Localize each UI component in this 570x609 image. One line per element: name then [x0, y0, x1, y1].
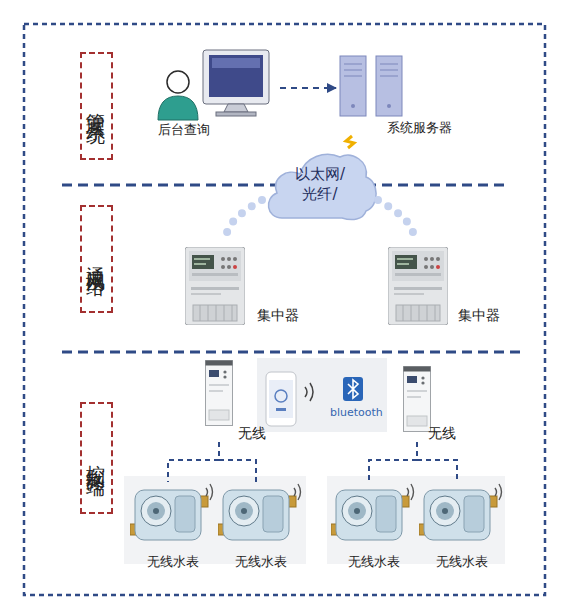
server-icon	[380, 64, 398, 65]
concentrator-device	[185, 247, 245, 325]
server-icon	[344, 70, 362, 71]
signal-waves	[305, 387, 307, 397]
server-icon	[387, 104, 391, 108]
monitor-icon	[203, 50, 269, 116]
phone-icon	[266, 372, 296, 426]
device-node: 无线水表	[419, 482, 505, 570]
outer-frame	[24, 24, 545, 595]
connector	[225, 200, 262, 243]
node-label: 后台查询	[158, 121, 210, 138]
device-node: 无线	[200, 356, 270, 442]
node-label: 无线水表	[419, 553, 505, 570]
node-label: 无线水表	[331, 553, 417, 570]
signal-waves	[310, 383, 313, 401]
layer-label-box: 通讯网络	[80, 205, 113, 313]
layer-label-box: 管理系统	[80, 52, 113, 160]
meter-backdrop	[327, 476, 505, 564]
cloud-outline	[268, 154, 376, 219]
connector	[417, 442, 457, 482]
server-icon	[340, 56, 366, 116]
server-icon	[340, 56, 402, 116]
monitor-icon	[216, 112, 256, 116]
node-label: 以太网/ 光纤/	[287, 164, 353, 204]
monitor-icon	[203, 50, 269, 104]
node-label: bluetooth	[330, 404, 383, 421]
connector	[378, 200, 415, 243]
wireless-module	[404, 367, 431, 432]
device-node: 集中器	[183, 243, 305, 328]
connector	[280, 87, 336, 89]
connector	[369, 442, 417, 482]
phone-icon	[266, 372, 296, 426]
node-label: 系统服务器	[387, 119, 452, 136]
layer-label-box: 控制终端	[80, 402, 113, 514]
layer-title: 通讯网络	[85, 251, 109, 267]
node-label: 无线水表	[130, 553, 216, 570]
server-icon	[376, 56, 402, 116]
server-icon	[344, 64, 362, 65]
node-label: 集中器	[458, 307, 500, 324]
device-node: 后台查询	[152, 45, 280, 140]
device-node: 系统服务器	[336, 54, 454, 136]
device-node: bluetooth	[257, 358, 387, 432]
layer-divider	[62, 351, 522, 354]
bluetooth-logo	[343, 377, 363, 401]
monitor-icon	[212, 58, 260, 68]
bluetooth-logo	[343, 377, 363, 401]
operator-icon	[167, 71, 189, 93]
concentrator-device	[388, 247, 448, 325]
monitor-icon	[224, 104, 248, 112]
connector	[346, 136, 354, 148]
node-label: 无线	[428, 425, 456, 442]
water-meter	[130, 484, 213, 540]
device-node: 集中器	[386, 243, 508, 328]
bluetooth-logo	[348, 380, 358, 398]
layer-title: 管理系统	[85, 98, 109, 114]
phone-icon	[269, 380, 293, 418]
device-node: 无线水表	[331, 482, 417, 570]
device-node: 无线水表	[130, 482, 216, 570]
server-icon	[344, 76, 362, 77]
node-label: 集中器	[257, 307, 299, 324]
connector	[219, 442, 256, 482]
operator-icon	[158, 71, 198, 120]
water-meter	[331, 484, 414, 540]
node-label: 无线	[238, 425, 266, 442]
connector	[168, 442, 219, 482]
water-meter	[419, 484, 502, 540]
phone-icon	[276, 408, 286, 411]
device-node: 无线水表	[218, 482, 304, 570]
wireless-module	[206, 361, 233, 426]
network-cloud: 以太网/ 光纤/	[262, 148, 378, 224]
meter-backdrop	[124, 476, 306, 564]
operator-icon	[158, 96, 198, 120]
layer-title: 控制终端	[85, 450, 109, 466]
server-icon	[380, 76, 398, 77]
bluetooth-panel	[257, 358, 387, 432]
node-label: 无线水表	[218, 553, 304, 570]
server-icon	[380, 70, 398, 71]
water-meter	[218, 484, 301, 540]
signal-waves	[305, 383, 313, 401]
server-icon	[351, 104, 355, 108]
monitor-icon	[209, 55, 263, 97]
device-node: 无线	[398, 362, 464, 442]
phone-icon	[275, 390, 287, 402]
